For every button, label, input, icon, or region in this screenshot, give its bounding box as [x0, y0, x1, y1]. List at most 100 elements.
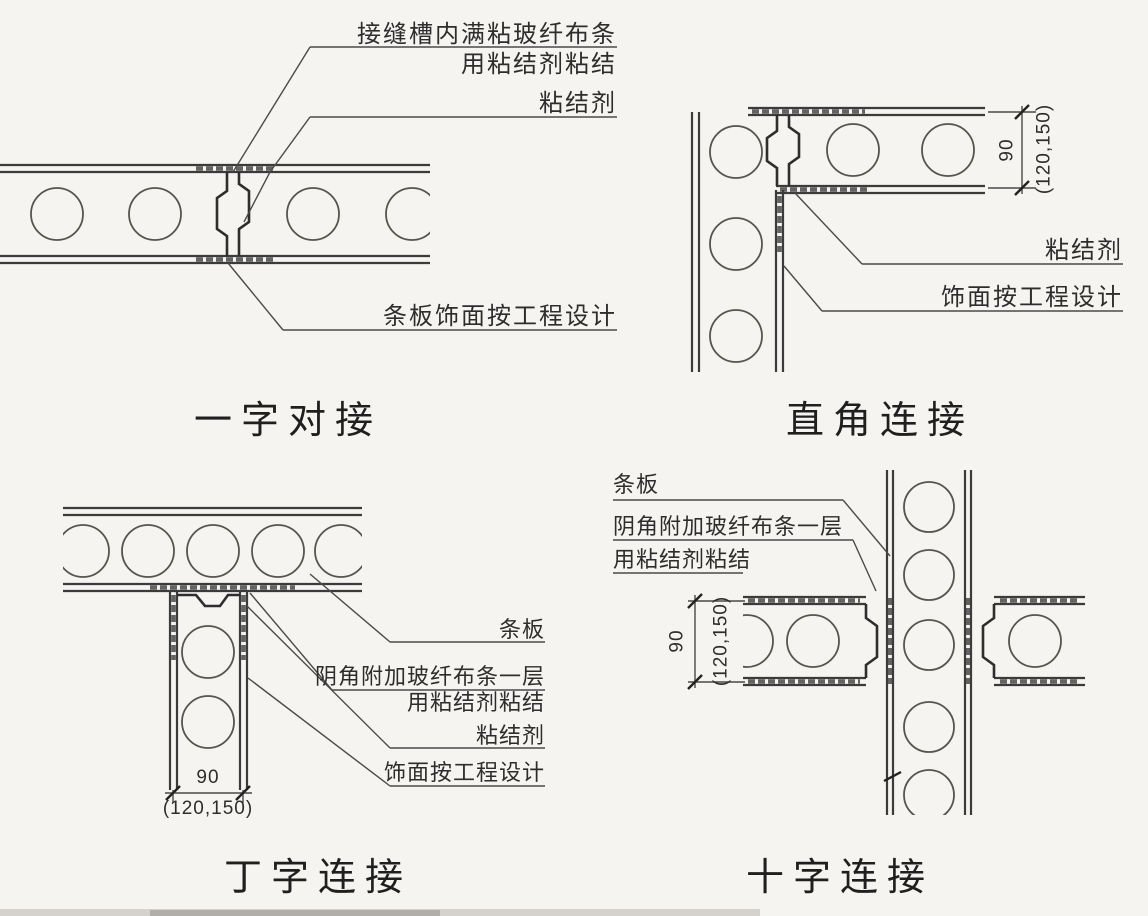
dimension-range: (120,150)	[1034, 104, 1055, 194]
dimension: 90 (120,150)	[667, 593, 745, 690]
label-adhesive: 粘结剂	[1045, 237, 1123, 264]
vertical-panel	[883, 470, 973, 815]
labels: 接缝槽内满粘玻纤布条 用粘结剂粘结 粘结剂 条板饰面按工程设计	[357, 21, 617, 330]
hollow-core-circle	[121, 524, 175, 578]
hollow-core-circle	[128, 187, 182, 241]
leader-line	[794, 192, 863, 265]
leader-line	[309, 573, 391, 643]
right-horizontal-panel	[965, 595, 1085, 687]
hollow-core-circle	[181, 695, 235, 749]
title-right-angle-connection: 直角连接	[786, 400, 974, 442]
dimension-value: 90	[667, 629, 688, 652]
title-straight-butt-joint: 一字对接	[194, 400, 382, 442]
hollow-core-circle	[385, 187, 430, 241]
dimension-tick	[1014, 104, 1030, 120]
panel-outline	[0, 163, 430, 265]
hollow-core-circle	[826, 123, 880, 177]
hollow-core-circle	[1008, 614, 1062, 668]
leader-lines	[227, 46, 617, 331]
diagram-straight-butt-joint: 接缝槽内满粘玻纤布条 用粘结剂粘结 粘结剂 条板饰面按工程设计 一字对接	[0, 21, 617, 442]
hollow-core-circle	[286, 187, 340, 241]
label-adhesive: 粘结剂	[476, 723, 545, 748]
horizontal-panel	[748, 106, 985, 252]
hollow-core-circle	[30, 187, 84, 241]
label-panel: 条板	[613, 472, 659, 497]
joint-groove	[177, 593, 240, 608]
dimension: 90 (120,150)	[163, 767, 253, 819]
dimension-range: (120,150)	[163, 798, 253, 819]
leader-line	[249, 592, 333, 691]
hollow-core-circle	[921, 123, 975, 177]
label-seam-note-line1: 接缝槽内满粘玻纤布条	[357, 21, 617, 48]
label-finish: 条板饰面按工程设计	[383, 303, 617, 330]
joint-seam-right	[787, 115, 801, 186]
joint-seam-left	[765, 115, 779, 186]
diagram-right-angle-connection: 90 (120,150) 粘结剂 饰面按工程设计 直角连接	[690, 104, 1123, 442]
hollow-cores	[903, 481, 955, 815]
hollow-core-circle	[181, 625, 235, 679]
leader-lines	[613, 499, 891, 592]
label-panel: 条板	[499, 617, 545, 642]
hollow-core-circle	[709, 125, 763, 179]
left-horizontal-panel	[743, 595, 893, 687]
leader-line	[247, 677, 391, 787]
leader-line	[783, 265, 823, 312]
leader-line	[246, 605, 391, 749]
hollow-core-circle	[903, 701, 955, 753]
diagram-tee-connection: 90 (120,150) 条板 阴角附加玻纤布条一层 用粘结剂粘结 粘结剂 饰面…	[63, 506, 545, 899]
hollow-core-circle	[903, 769, 955, 815]
leader-line	[842, 499, 891, 557]
joint-seam-right	[237, 172, 251, 256]
dimension-tick	[687, 674, 703, 690]
title-cross-connection: 十字连接	[746, 857, 934, 899]
title-tee-connection: 丁字连接	[224, 857, 412, 899]
hollow-cores	[743, 614, 840, 668]
hollow-core-circle	[709, 309, 763, 363]
dimension-value: 90	[997, 138, 1018, 161]
hollow-core-circle	[186, 524, 240, 578]
dimension-tick	[235, 785, 251, 801]
horizontal-panel	[63, 506, 362, 593]
label-corner-note-line1: 阴角附加玻纤布条一层	[613, 514, 843, 539]
leader-line	[232, 46, 311, 173]
hollow-core-circle	[63, 524, 110, 578]
hollow-core-circle	[903, 619, 955, 671]
hollow-core-circle	[251, 524, 305, 578]
dimension-tick	[165, 785, 181, 801]
hollow-cores	[30, 187, 430, 241]
labels: 粘结剂 饰面按工程设计	[941, 237, 1123, 311]
dimension-tick	[1014, 180, 1030, 196]
dimension-value: 90	[196, 767, 219, 788]
hollow-cores	[63, 524, 362, 578]
vertical-panel	[690, 112, 785, 372]
diagram-cross-connection: 90 (120,150) 条板 阴角附加玻纤布条一层 用粘结剂粘结 十字连接	[613, 470, 1085, 899]
hollow-core-circle	[903, 549, 955, 601]
dimension-range: (120,150)	[711, 596, 732, 686]
dimension-tick	[687, 593, 703, 609]
leader-line	[852, 539, 877, 592]
joint-seam-left	[215, 172, 229, 256]
label-adhesive: 粘结剂	[539, 90, 617, 117]
hollow-core-circle	[786, 614, 840, 668]
dimension: 90 (120,150)	[988, 104, 1055, 196]
label-corner-note-line2: 用粘结剂粘结	[613, 547, 751, 572]
leader-lines	[246, 573, 545, 787]
scan-artifact	[150, 910, 440, 916]
label-corner-note-line2: 用粘结剂粘结	[407, 690, 545, 715]
vertical-panel	[168, 591, 249, 790]
labels: 条板 阴角附加玻纤布条一层 用粘结剂粘结	[613, 472, 843, 572]
leader-line	[243, 116, 311, 223]
label-corner-note-line1: 阴角附加玻纤布条一层	[315, 664, 545, 689]
hollow-core-circle	[709, 217, 763, 271]
hollow-core-circle	[743, 614, 774, 668]
label-finish: 饰面按工程设计	[384, 760, 545, 785]
label-finish: 饰面按工程设计	[941, 284, 1123, 311]
leader-lines	[783, 192, 1123, 312]
label-seam-note-line2: 用粘结剂粘结	[461, 51, 617, 78]
joint-seam	[981, 604, 996, 678]
labels: 条板 阴角附加玻纤布条一层 用粘结剂粘结 粘结剂 饰面按工程设计	[315, 617, 545, 785]
hollow-core-circle	[314, 524, 362, 578]
break-mark	[883, 770, 902, 783]
joint-seam	[864, 604, 879, 678]
